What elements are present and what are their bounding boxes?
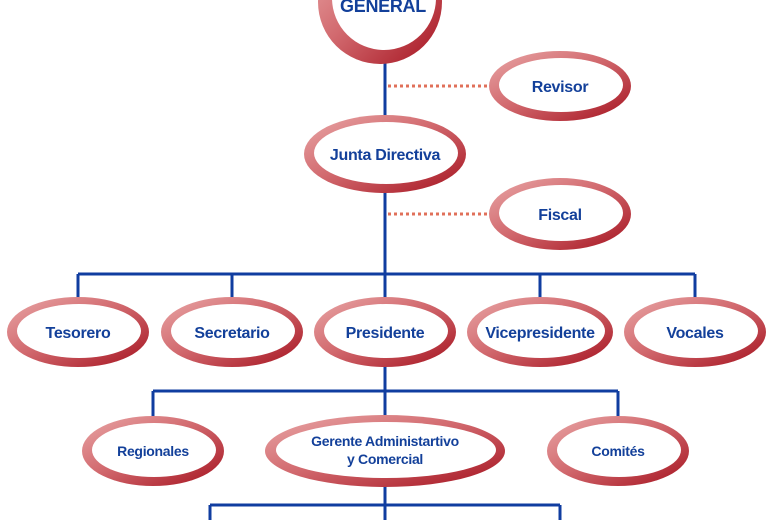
node-secretario-label: Secretario xyxy=(194,325,270,342)
node-vicepresidente: Vicepresidente xyxy=(467,297,613,367)
node-general: GENERAL xyxy=(318,0,442,64)
node-presidente-label: Presidente xyxy=(346,325,425,342)
node-fiscal: Fiscal xyxy=(489,178,631,250)
node-gerente-label-line1: Gerente Administartivo xyxy=(311,433,459,449)
node-vicepresidente-label: Vicepresidente xyxy=(485,325,595,342)
node-regionales: Regionales xyxy=(82,416,224,486)
node-general-label: GENERAL xyxy=(340,0,426,16)
node-revisor: Revisor xyxy=(489,51,631,121)
node-tesorero: Tesorero xyxy=(7,297,149,367)
node-junta: Junta Directiva xyxy=(304,115,466,193)
node-secretario: Secretario xyxy=(161,297,303,367)
node-fiscal-label: Fiscal xyxy=(538,207,582,224)
node-vocales: Vocales xyxy=(624,297,766,367)
node-vocales-label: Vocales xyxy=(666,325,724,342)
node-regionales-label: Regionales xyxy=(117,443,189,459)
node-junta-label: Junta Directiva xyxy=(330,147,441,164)
node-tesorero-label: Tesorero xyxy=(46,325,111,342)
node-presidente: Presidente xyxy=(314,297,456,367)
dotted-connectors xyxy=(388,84,490,216)
node-revisor-label: Revisor xyxy=(532,79,589,96)
node-comites-label: Comités xyxy=(591,443,645,459)
node-comites: Comités xyxy=(547,416,689,486)
node-gerente-label-line2: y Comercial xyxy=(347,451,423,467)
connector-lines xyxy=(76,45,697,520)
node-gerente: Gerente Administartivo y Comercial xyxy=(265,415,505,487)
